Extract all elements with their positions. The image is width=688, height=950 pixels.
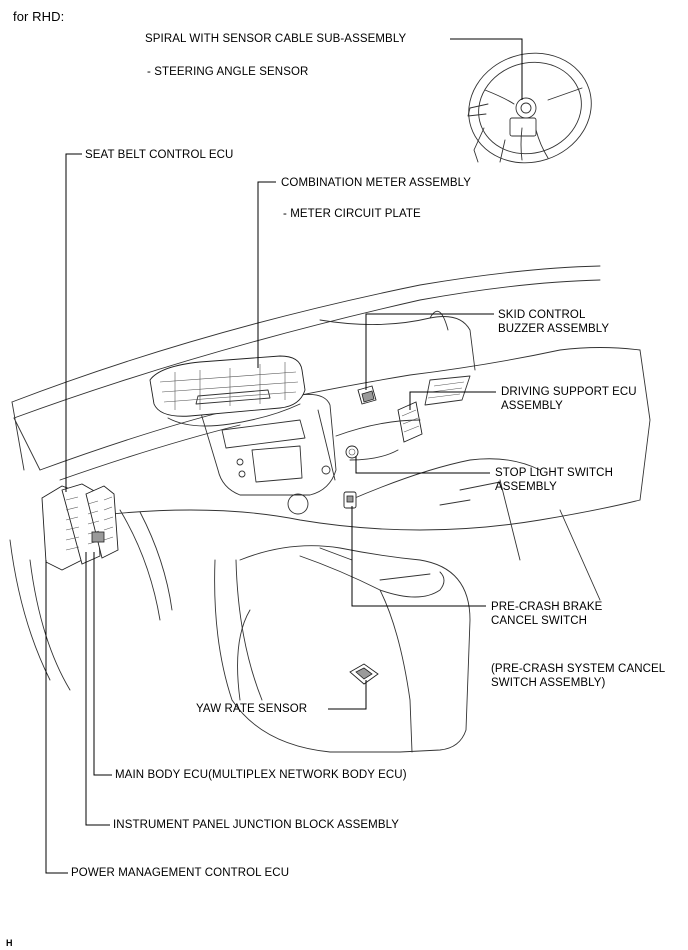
label-steering-angle-sensor: - STEERING ANGLE SENSOR: [147, 66, 309, 78]
page-header: for RHD:: [13, 9, 65, 24]
label-meter-circuit-plate: - METER CIRCUIT PLATE: [283, 208, 421, 220]
label-instrument-panel-jb: INSTRUMENT PANEL JUNCTION BLOCK ASSEMBLY: [113, 819, 400, 831]
dashboard-outline: [9, 265, 651, 753]
driving-support-ecu-illustration: [335, 401, 423, 461]
illustration-code: H: [6, 938, 13, 948]
label-driving-support-1: DRIVING SUPPORT ECU: [501, 386, 637, 398]
label-spiral-cable: SPIRAL WITH SENSOR CABLE SUB-ASSEMBLY: [145, 33, 407, 45]
label-skid-control-1: SKID CONTROL: [498, 309, 586, 321]
label-main-body-ecu: MAIN BODY ECU(MULTIPLEX NETWORK BODY ECU…: [115, 769, 407, 781]
label-stop-light-2: ASSEMBLY: [495, 481, 557, 493]
label-seat-belt-ecu: SEAT BELT CONTROL ECU: [85, 149, 234, 161]
leader-lines: [45, 38, 523, 874]
ecu-stack-illustration: [41, 483, 119, 571]
skid-buzzer-illustration: [357, 385, 377, 405]
label-power-management-ecu: POWER MANAGEMENT CONTROL ECU: [71, 867, 290, 879]
stop-light-switch-illustration: [345, 445, 359, 459]
label-skid-control-2: BUZZER ASSEMBLY: [498, 323, 610, 335]
label-precrash-brake-1: PRE-CRASH BRAKE: [491, 601, 603, 613]
label-precrash-system-1: (PRE-CRASH SYSTEM CANCEL: [491, 663, 666, 675]
label-precrash-brake-2: CANCEL SWITCH: [491, 615, 588, 627]
combination-meter-illustration: [149, 355, 306, 427]
label-combination-meter: COMBINATION METER ASSEMBLY: [281, 177, 472, 189]
steering-wheel-illustration: [467, 52, 592, 164]
label-stop-light-1: STOP LIGHT SWITCH: [495, 467, 613, 479]
label-driving-support-2: ASSEMBLY: [501, 400, 563, 412]
yaw-rate-sensor-illustration: [349, 663, 379, 685]
precrash-switch-illustration: [343, 491, 357, 509]
label-precrash-system-2: SWITCH ASSEMBLY): [491, 677, 606, 689]
label-yaw-rate-sensor: YAW RATE SENSOR: [196, 703, 308, 715]
